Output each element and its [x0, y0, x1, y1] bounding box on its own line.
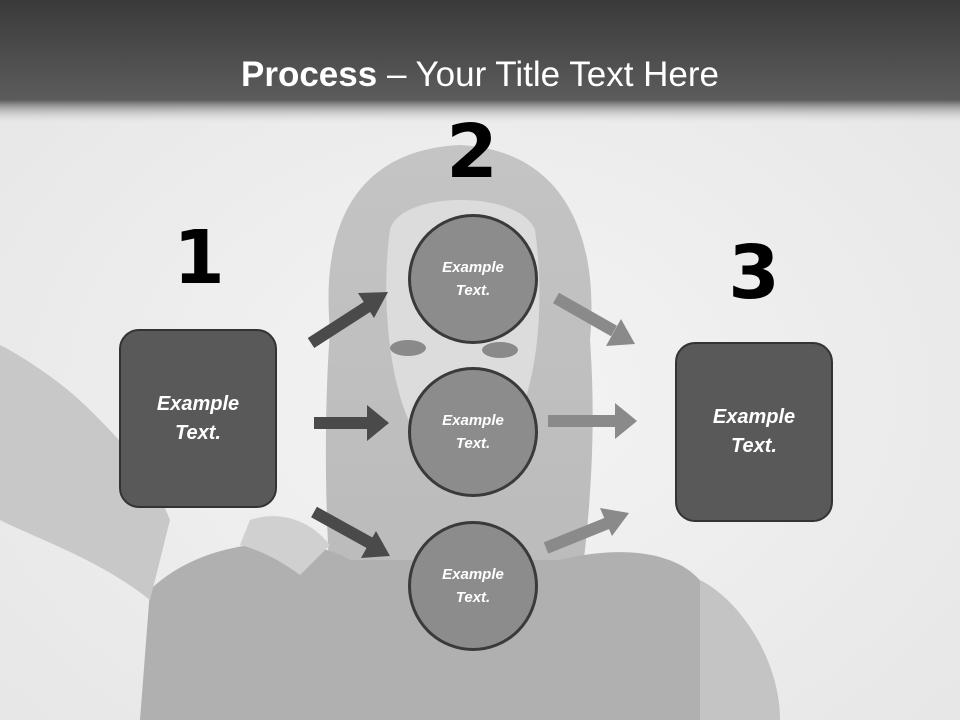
arrow-top-to-right — [553, 292, 635, 346]
circle-top-text: Example Text. — [442, 259, 504, 299]
step-1-text: Example Text. — [156, 392, 240, 444]
step-3-text: Example Text. — [712, 406, 796, 457]
circle-bottom-text: Example Text. — [442, 566, 504, 606]
step-2-circle-top: Example Text. — [408, 214, 538, 344]
step-number-2: 2 — [446, 109, 498, 195]
title-rest: – Your Title Text Here — [377, 55, 719, 94]
step-2-circle-middle: Example Text. — [408, 367, 538, 497]
step-number-3: 3 — [728, 230, 780, 316]
arrow-left-to-top — [307, 292, 388, 349]
arrow-middle-to-right — [548, 403, 637, 439]
step-3-box: Example Text. — [675, 342, 833, 522]
arrow-left-to-bottom — [311, 506, 390, 558]
title-bold: Process — [241, 55, 378, 94]
step-2-circle-bottom: Example Text. — [408, 521, 538, 651]
arrow-bottom-to-right — [543, 508, 629, 554]
page-title: Process – Your Title Text Here — [0, 52, 960, 98]
arrow-left-to-middle — [314, 405, 389, 441]
circle-middle-text: Example Text. — [442, 412, 504, 452]
header-band — [0, 0, 960, 125]
step-number-1: 1 — [173, 215, 225, 301]
step-1-box: Example Text. — [119, 329, 277, 508]
